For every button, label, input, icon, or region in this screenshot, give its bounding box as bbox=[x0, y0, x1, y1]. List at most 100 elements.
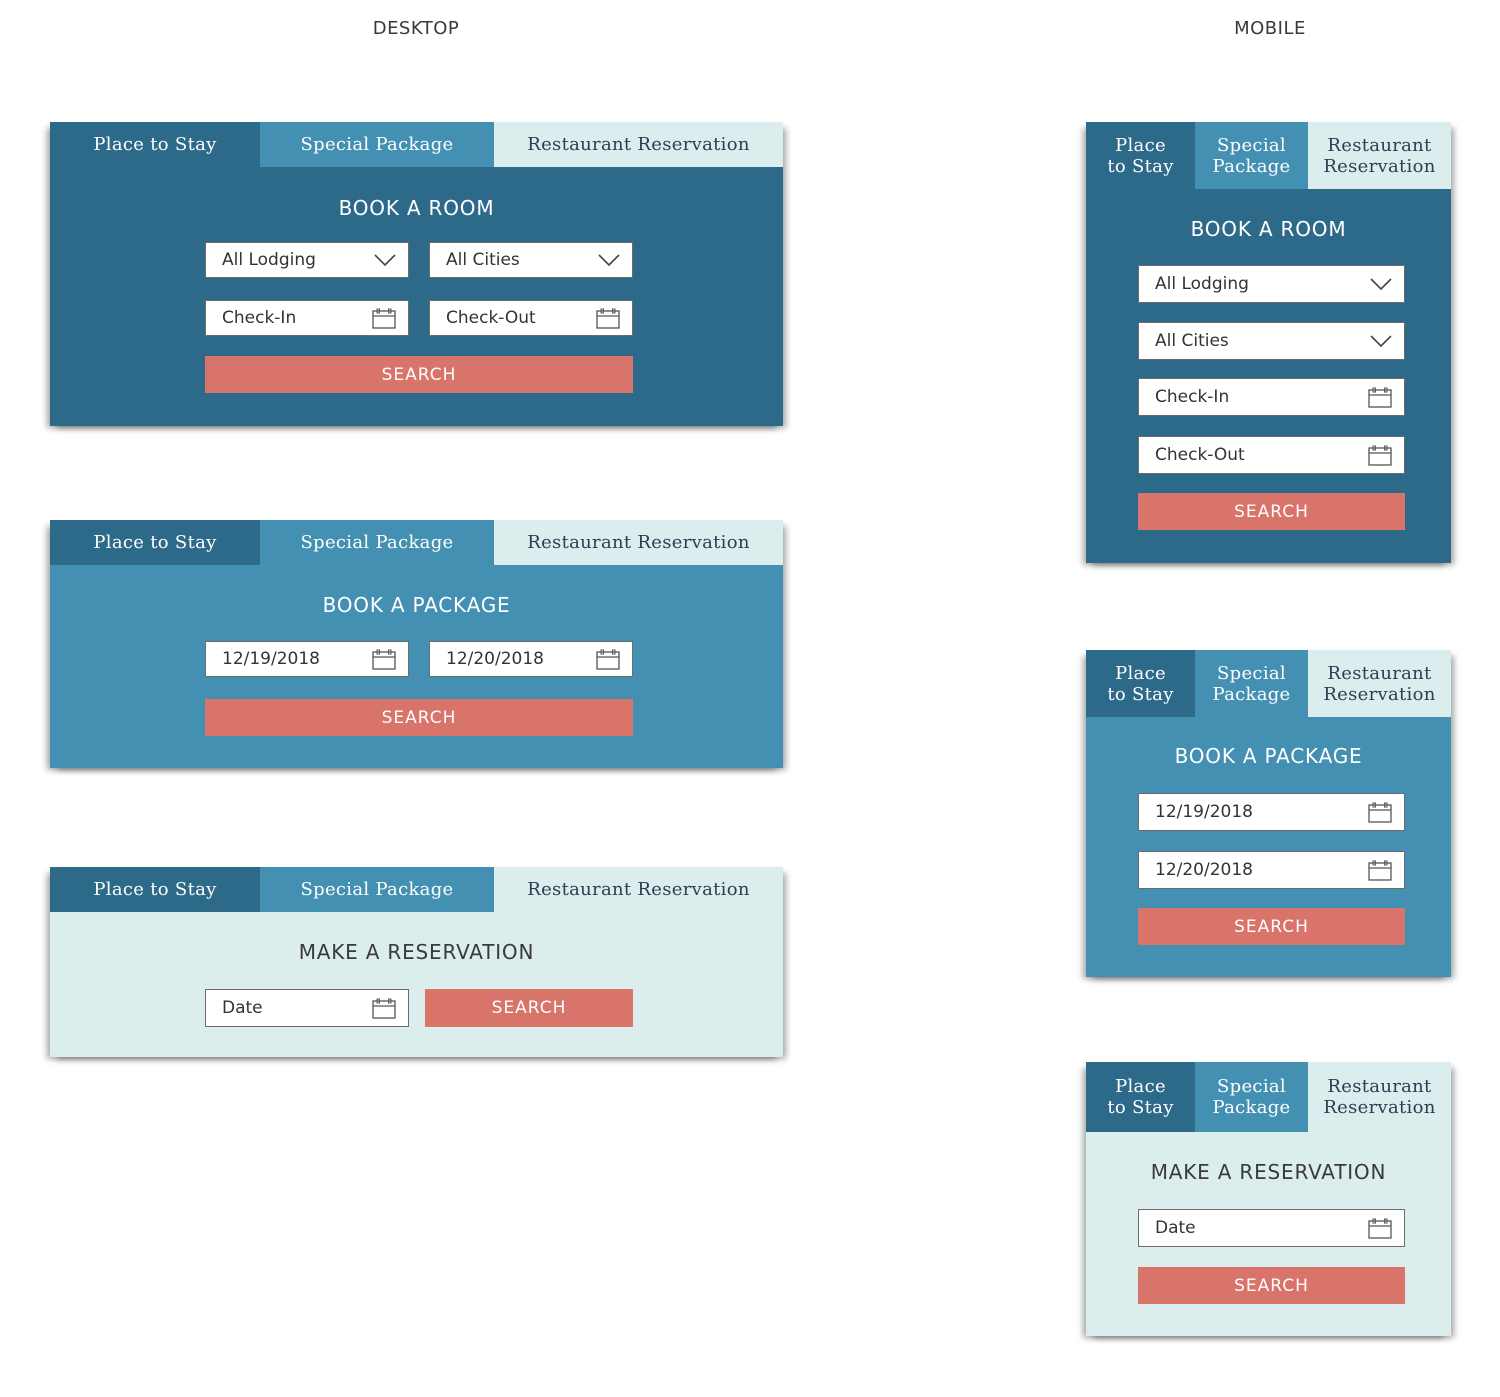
tab-restaurant-reservation[interactable]: Restaurant Reservation bbox=[494, 122, 783, 167]
end-date-field[interactable]: 12/20/2018 bbox=[429, 641, 633, 677]
calendar-icon bbox=[372, 308, 396, 329]
checkin-placeholder: Check-In bbox=[1155, 387, 1230, 407]
tab-label-line: Reservation bbox=[1323, 155, 1436, 177]
tab-bar: Place to Stay Special Package Restaurant… bbox=[50, 520, 783, 565]
chevron-down-icon bbox=[374, 254, 396, 266]
make-reservation-panel: MAKE A RESERVATION Date SEARCH bbox=[1086, 1132, 1451, 1336]
tab-special-package[interactable]: Special Package bbox=[260, 520, 494, 565]
make-reservation-panel: MAKE A RESERVATION Date SEARCH bbox=[50, 912, 783, 1057]
chevron-down-icon bbox=[1370, 335, 1392, 347]
tab-label-line: Package bbox=[1212, 1097, 1291, 1118]
tab-label-line: Place bbox=[1115, 662, 1166, 684]
calendar-icon bbox=[1368, 802, 1392, 823]
tab-restaurant-reservation[interactable]: Restaurant Reservation bbox=[1308, 1062, 1451, 1132]
lodging-select[interactable]: All Lodging bbox=[205, 242, 409, 278]
tab-place-to-stay[interactable]: Place to Stay bbox=[1086, 1062, 1195, 1132]
desktop-package-widget: Place to Stay Special Package Restaurant… bbox=[50, 520, 783, 768]
date-field[interactable]: Date bbox=[1138, 1209, 1405, 1247]
calendar-icon bbox=[1368, 860, 1392, 881]
panel-title: BOOK A PACKAGE bbox=[322, 593, 511, 617]
cities-select[interactable]: All Cities bbox=[1138, 322, 1405, 360]
cities-value: All Cities bbox=[1155, 331, 1229, 351]
start-date-value: 12/19/2018 bbox=[222, 649, 320, 669]
tab-label-line: Special bbox=[1217, 662, 1286, 684]
tab-label-line: Special bbox=[1217, 134, 1286, 156]
lodging-select[interactable]: All Lodging bbox=[1138, 265, 1405, 303]
tab-bar: Place to Stay Special Package Restaurant… bbox=[50, 122, 783, 167]
checkout-placeholder: Check-Out bbox=[446, 308, 536, 328]
cities-value: All Cities bbox=[446, 250, 520, 270]
search-button[interactable]: SEARCH bbox=[1138, 1267, 1405, 1304]
date-field[interactable]: Date bbox=[205, 989, 409, 1027]
chevron-down-icon bbox=[1370, 278, 1392, 290]
calendar-icon bbox=[596, 308, 620, 329]
tab-label-line: to Stay bbox=[1107, 683, 1174, 705]
tab-label-line: to Stay bbox=[1107, 155, 1174, 177]
tab-label-line: Package bbox=[1212, 155, 1291, 177]
checkin-field[interactable]: Check-In bbox=[1138, 378, 1405, 416]
tab-label-line: Place bbox=[1115, 134, 1166, 156]
desktop-reservation-widget: Place to Stay Special Package Restaurant… bbox=[50, 867, 783, 1057]
checkout-field[interactable]: Check-Out bbox=[429, 300, 633, 336]
date-placeholder: Date bbox=[222, 998, 263, 1018]
tab-special-package[interactable]: Special Package bbox=[1195, 122, 1308, 189]
cities-select[interactable]: All Cities bbox=[429, 242, 633, 278]
tab-restaurant-reservation[interactable]: Restaurant Reservation bbox=[1308, 650, 1451, 717]
tab-restaurant-reservation[interactable]: Restaurant Reservation bbox=[494, 867, 783, 912]
end-date-value: 12/20/2018 bbox=[1155, 860, 1253, 880]
tab-special-package[interactable]: Special Package bbox=[260, 867, 494, 912]
start-date-field[interactable]: 12/19/2018 bbox=[1138, 793, 1405, 831]
tab-label-line: Restaurant bbox=[1327, 662, 1432, 684]
mobile-reservation-widget: Place to Stay Special Package Restaurant… bbox=[1086, 1062, 1451, 1336]
tab-place-to-stay[interactable]: Place to Stay bbox=[50, 520, 260, 565]
panel-title: BOOK A ROOM bbox=[1190, 217, 1347, 241]
checkout-field[interactable]: Check-Out bbox=[1138, 436, 1405, 474]
tab-restaurant-reservation[interactable]: Restaurant Reservation bbox=[1308, 122, 1451, 189]
tab-label-line: to Stay bbox=[1107, 1097, 1174, 1118]
tab-place-to-stay[interactable]: Place to Stay bbox=[50, 867, 260, 912]
calendar-icon bbox=[1368, 445, 1392, 466]
book-package-panel: BOOK A PACKAGE 12/19/2018 12/20/2018 SEA… bbox=[50, 565, 783, 768]
tab-label-line: Restaurant bbox=[1327, 1076, 1432, 1097]
panel-title: MAKE A RESERVATION bbox=[1150, 1160, 1387, 1184]
book-package-panel: BOOK A PACKAGE 12/19/2018 12/20/2018 SEA… bbox=[1086, 717, 1451, 977]
search-button[interactable]: SEARCH bbox=[1138, 493, 1405, 530]
chevron-down-icon bbox=[598, 254, 620, 266]
panel-title: BOOK A PACKAGE bbox=[1174, 744, 1363, 768]
tab-place-to-stay[interactable]: Place to Stay bbox=[1086, 650, 1195, 717]
start-date-value: 12/19/2018 bbox=[1155, 802, 1253, 822]
tab-bar: Place to Stay Special Package Restaurant… bbox=[1086, 650, 1451, 717]
tab-bar: Place to Stay Special Package Restaurant… bbox=[1086, 122, 1451, 189]
calendar-icon bbox=[372, 649, 396, 670]
tab-restaurant-reservation[interactable]: Restaurant Reservation bbox=[494, 520, 783, 565]
calendar-icon bbox=[1368, 1218, 1392, 1239]
mobile-room-widget: Place to Stay Special Package Restaurant… bbox=[1086, 122, 1451, 563]
end-date-field[interactable]: 12/20/2018 bbox=[1138, 851, 1405, 889]
panel-title: BOOK A ROOM bbox=[338, 196, 495, 220]
tab-special-package[interactable]: Special Package bbox=[260, 122, 494, 167]
tab-bar: Place to Stay Special Package Restaurant… bbox=[50, 867, 783, 912]
desktop-heading: DESKTOP bbox=[372, 18, 460, 39]
search-button[interactable]: SEARCH bbox=[205, 356, 633, 393]
tab-special-package[interactable]: Special Package bbox=[1195, 650, 1308, 717]
end-date-value: 12/20/2018 bbox=[446, 649, 544, 669]
tab-place-to-stay[interactable]: Place to Stay bbox=[1086, 122, 1195, 189]
book-room-panel: BOOK A ROOM All Lodging All Cities Check… bbox=[50, 167, 783, 426]
checkout-placeholder: Check-Out bbox=[1155, 445, 1245, 465]
tab-place-to-stay[interactable]: Place to Stay bbox=[50, 122, 260, 167]
tab-label-line: Special bbox=[1217, 1076, 1286, 1097]
tab-label-line: Reservation bbox=[1323, 683, 1436, 705]
start-date-field[interactable]: 12/19/2018 bbox=[205, 641, 409, 677]
lodging-value: All Lodging bbox=[222, 250, 316, 270]
mobile-heading: MOBILE bbox=[1234, 18, 1306, 39]
calendar-icon bbox=[372, 998, 396, 1019]
checkin-field[interactable]: Check-In bbox=[205, 300, 409, 336]
search-button[interactable]: SEARCH bbox=[425, 989, 633, 1027]
calendar-icon bbox=[596, 649, 620, 670]
tab-label-line: Reservation bbox=[1323, 1097, 1436, 1118]
search-button[interactable]: SEARCH bbox=[205, 699, 633, 736]
tab-special-package[interactable]: Special Package bbox=[1195, 1062, 1308, 1132]
mobile-package-widget: Place to Stay Special Package Restaurant… bbox=[1086, 650, 1451, 977]
search-button[interactable]: SEARCH bbox=[1138, 908, 1405, 945]
checkin-placeholder: Check-In bbox=[222, 308, 297, 328]
